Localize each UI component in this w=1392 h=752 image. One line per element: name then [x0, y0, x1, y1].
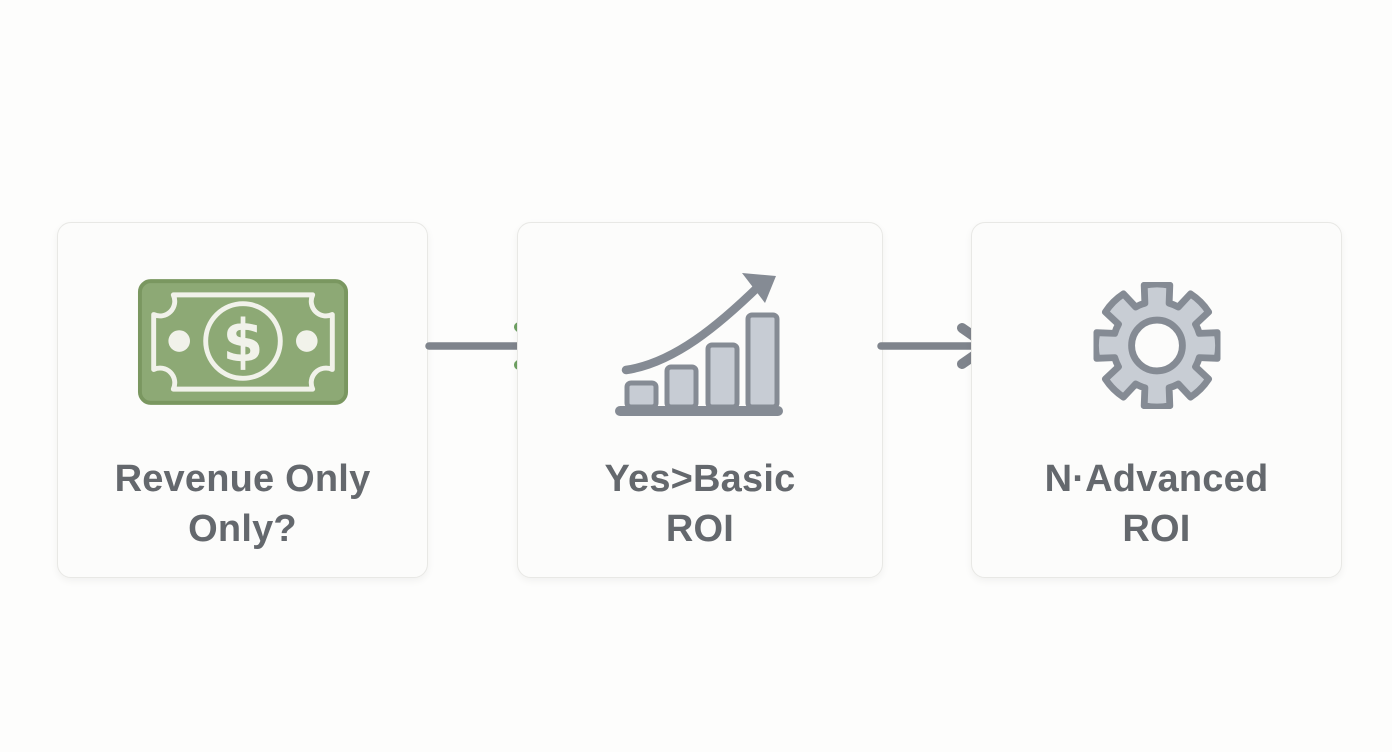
- label-line-1: Yes>Basic: [604, 458, 796, 500]
- label-line-2: ROI: [665, 508, 735, 550]
- svg-text:$: $: [222, 307, 263, 376]
- flow-node-advanced-roi: N·Advanced ROI: [971, 222, 1342, 578]
- flow-node-label: N·Advanced ROI: [972, 454, 1341, 554]
- gear-icon: [1093, 282, 1220, 409]
- label-line-1: Revenue Only: [114, 458, 371, 500]
- label-line-2: ROI: [1122, 508, 1191, 550]
- banknote-icon: $: [137, 279, 348, 405]
- flow-node-basic-roi: Yes>Basic ROI: [517, 222, 883, 578]
- label-line-1: N·Advanced: [1044, 458, 1269, 500]
- label-line-2: Only?: [188, 508, 297, 550]
- growth-chart-icon: [615, 273, 783, 416]
- flow-node-revenue: $ Revenue Only Only?: [57, 222, 428, 578]
- flow-node-label: Yes>Basic ROI: [518, 454, 882, 554]
- flow-node-label: Revenue Only Only?: [58, 454, 427, 554]
